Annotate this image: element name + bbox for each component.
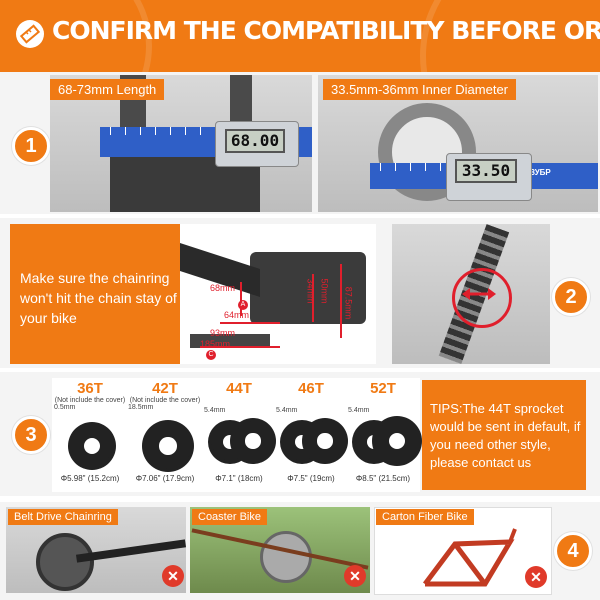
- step-number-1: 1: [12, 127, 50, 165]
- step-number-2: 2: [552, 278, 590, 316]
- sprocket-offset: 5.4mm: [348, 407, 370, 414]
- belt: [75, 539, 186, 563]
- decor-ring: [420, 0, 600, 72]
- sprocket-diameter: Φ7.06" (17.9cm): [135, 474, 195, 483]
- dim-87: 87.5mm: [343, 286, 354, 320]
- not-compatible-icon: ✕: [344, 565, 366, 587]
- double-arrow-icon: [462, 288, 496, 300]
- sprocket-teeth: 36T: [77, 380, 103, 397]
- caliper-display: 33.50: [455, 159, 517, 183]
- dim-50: 50mm: [319, 278, 330, 304]
- dim-line: [220, 322, 280, 324]
- sprocket-44t: 44T 5.4mm Φ7.1" (18cm): [204, 380, 276, 483]
- header-banner: CONFIRM THE COMPATIBILITY BEFORE ORDERIN…: [0, 0, 600, 72]
- step-number-4: 4: [554, 532, 592, 570]
- coaster-bike-label: Coaster Bike: [192, 509, 267, 525]
- motor-body: [250, 252, 366, 324]
- caliper-display: 68.00: [225, 129, 285, 153]
- step-number-3: 3: [12, 416, 50, 454]
- ruler-icon: [16, 20, 44, 48]
- sprocket-teeth: 46T: [298, 380, 324, 397]
- tips-box: TIPS:The 44T sprocket would be sent in d…: [422, 380, 586, 490]
- sprocket-diameter: Φ7.5" (19cm): [287, 474, 335, 483]
- sprocket-icon: [302, 418, 348, 464]
- dim-line: [200, 346, 280, 348]
- sprocket-offset: 0.5mm: [54, 404, 76, 411]
- sprocket-offset: 18.5mm: [128, 404, 154, 411]
- dim-line: [240, 282, 242, 316]
- dim-93: 93mm: [210, 328, 236, 338]
- sprocket-46t: 46T 5.4mm Φ7.5" (19cm): [276, 380, 348, 483]
- belt-drive-label: Belt Drive Chainring: [8, 509, 118, 525]
- dim-64: 64mm: [224, 310, 250, 320]
- coaster-hub: [260, 531, 312, 583]
- sprocket-icon: [142, 420, 194, 472]
- not-compatible-icon: ✕: [525, 566, 547, 588]
- sprocket-panel: 36T (Not include the cover) 0.5mm Φ5.98"…: [52, 378, 422, 492]
- sprocket-52t: 52T 5.4mm Φ8.5" (21.5cm): [348, 380, 422, 483]
- dim-68: 68mm: [210, 283, 236, 293]
- page-title: CONFIRM THE COMPATIBILITY BEFORE ORDERIN…: [52, 16, 600, 45]
- dim-line: [312, 274, 314, 322]
- sprocket-icon: [230, 418, 276, 464]
- point-c: C: [206, 350, 216, 360]
- length-photo: 68.00: [50, 75, 312, 212]
- sprocket-diameter: Φ5.98" (15.2cm): [60, 474, 120, 483]
- length-label: 68-73mm Length: [50, 79, 165, 100]
- belt-pulley: [36, 533, 94, 591]
- sprocket-icon: [68, 422, 116, 470]
- tips-text: TIPS:The 44T sprocket would be sent in d…: [430, 401, 581, 470]
- sprocket-offset: 5.4mm: [276, 407, 298, 414]
- dim-185: 185mm: [200, 339, 231, 349]
- chainstay-diagram: 68mm 34mm 50mm 87.5mm 64mm 93mm 185mm A …: [180, 224, 376, 364]
- sprocket-note: (Not include the cover): [129, 397, 201, 404]
- crank-base: [190, 334, 270, 348]
- sprocket-icon: [372, 416, 422, 466]
- sprocket-42t: 42T (Not include the cover) 18.5mm Φ7.06…: [128, 380, 202, 483]
- sprocket-note: (Not include the cover): [54, 397, 126, 404]
- chainstay-note: Make sure the chainring won't hit the ch…: [20, 270, 177, 326]
- highlight-circle: [452, 268, 512, 328]
- bike-frame-icon: [423, 528, 517, 587]
- sprocket-teeth: 44T: [226, 380, 252, 397]
- caliper-brand: ЗУБР: [530, 168, 551, 177]
- point-a: A: [238, 300, 248, 310]
- decor-ring: [0, 0, 152, 72]
- chain-photo: [392, 224, 550, 364]
- chainstay-note-box: Make sure the chainring won't hit the ch…: [10, 224, 180, 364]
- sprocket-diameter: Φ8.5" (21.5cm): [355, 474, 411, 483]
- carbon-bike-label: Carton Fiber Bike: [376, 509, 474, 525]
- sprocket-teeth: 52T: [370, 380, 396, 397]
- sprocket-36t: 36T (Not include the cover) 0.5mm Φ5.98"…: [54, 380, 126, 483]
- sprocket-offset: 5.4mm: [204, 407, 226, 414]
- sprocket-diameter: Φ7.1" (18cm): [215, 474, 263, 483]
- dim-34: 34mm: [305, 278, 316, 304]
- not-compatible-icon: ✕: [162, 565, 184, 587]
- dim-line: [340, 264, 342, 338]
- inner-diameter-label: 33.5mm-36mm Inner Diameter: [323, 79, 516, 100]
- sprocket-teeth: 42T: [152, 380, 178, 397]
